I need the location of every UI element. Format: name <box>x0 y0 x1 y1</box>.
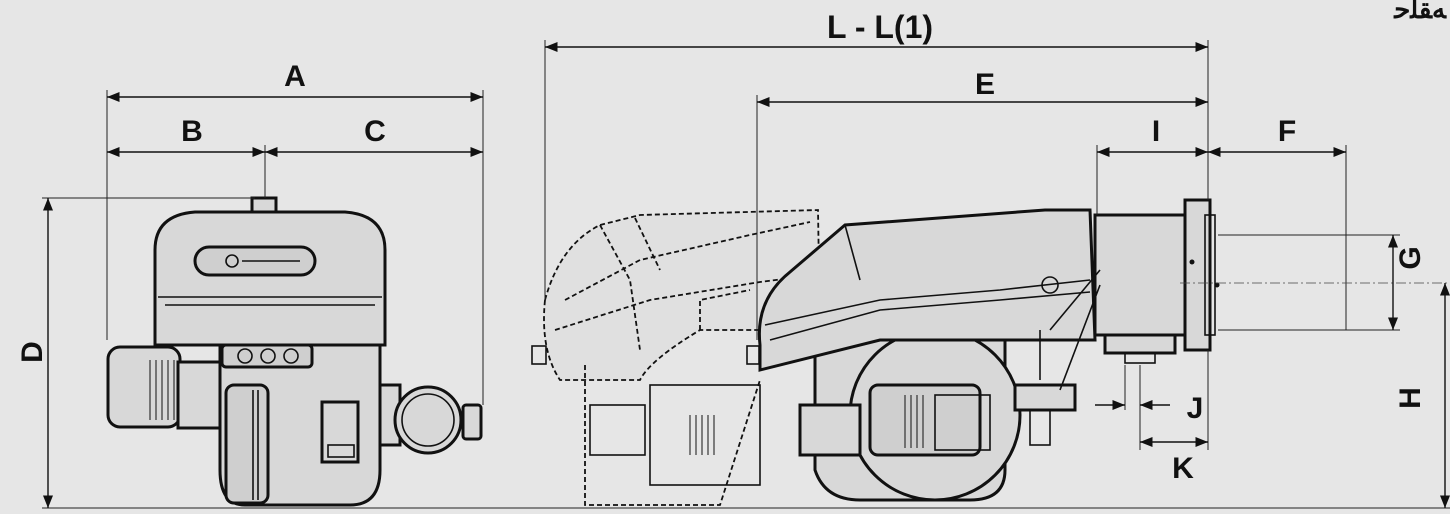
motor-fins <box>149 360 175 420</box>
label-i: I <box>1152 115 1160 148</box>
dimension-labels: A B C D L - L(1) E I F G H J K ﻪﻘﻠﺣ <box>16 0 1447 485</box>
side-view <box>746 198 1220 502</box>
dimension-lines <box>42 40 1450 509</box>
side-view-open-fins <box>689 415 715 455</box>
label-b: B <box>181 115 203 148</box>
label-j: J <box>1187 392 1204 425</box>
label-d: D <box>16 341 49 363</box>
label-l: L - L(1) <box>827 9 933 45</box>
side-motor-fins <box>904 395 924 448</box>
front-view <box>106 196 483 507</box>
label-g: G <box>1394 246 1427 269</box>
label-k: K <box>1172 452 1194 485</box>
label-c: C <box>364 115 386 148</box>
label-e: E <box>975 68 995 101</box>
label-a: A <box>284 60 306 93</box>
side-view-open-position <box>531 209 821 506</box>
label-h: H <box>1394 387 1427 409</box>
label-f: F <box>1278 115 1296 148</box>
corner-text: ﻪﻘﻠﺣ <box>1393 0 1447 24</box>
